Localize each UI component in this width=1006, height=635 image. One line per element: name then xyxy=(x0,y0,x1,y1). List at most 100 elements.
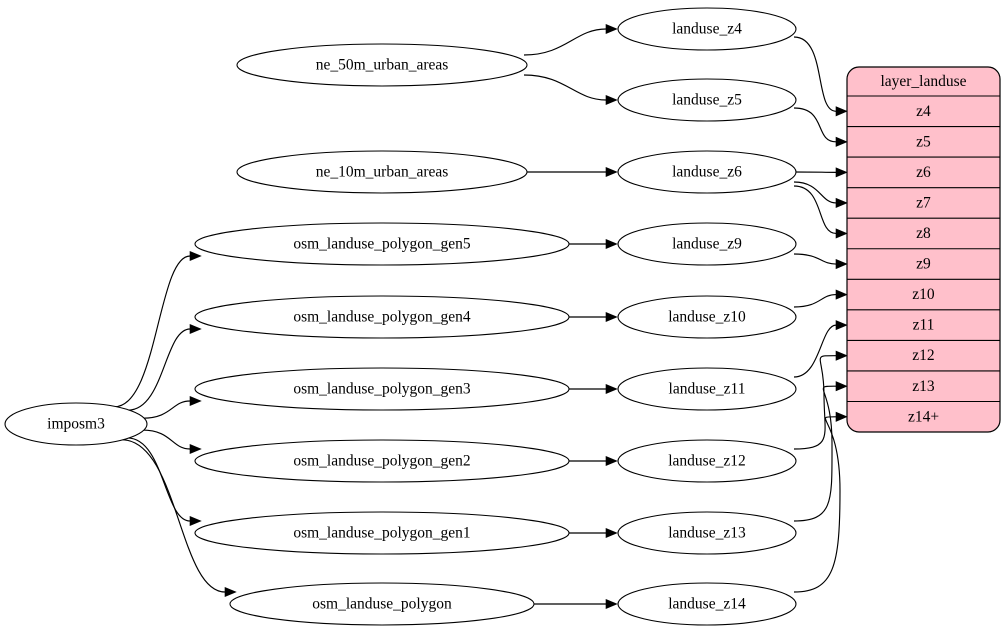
node-landuse_z11[interactable]: landuse_z11 xyxy=(617,367,797,411)
node-shape-ne_50m_urban_areas xyxy=(236,43,528,87)
node-landuse_z12[interactable]: landuse_z12 xyxy=(617,439,797,483)
edge-landuse_z11-to-z11-arrowhead xyxy=(835,320,848,331)
node-label-landuse_z5: landuse_z5 xyxy=(672,92,742,109)
edge-imposm3-to-osm_landuse_polygon_gen3-arrowhead xyxy=(189,395,202,407)
node-shape-osm_landuse_polygon_gen3 xyxy=(194,367,570,411)
edge-ne_50m_urban_areas-to-landuse_z4-arrowhead xyxy=(605,23,618,35)
table-row-label-z9: z9 xyxy=(916,256,931,273)
node-osm_landuse_polygon_gen3[interactable]: osm_landuse_polygon_gen3 xyxy=(194,367,570,411)
node-shape-landuse_z5 xyxy=(617,78,797,122)
node-landuse_z9[interactable]: landuse_z9 xyxy=(617,222,797,266)
edge-osm_landuse_polygon_gen1-to-landuse_z13-arrowhead xyxy=(605,527,618,539)
node-label-landuse_z10: landuse_z10 xyxy=(668,309,746,326)
node-osm_landuse_polygon[interactable]: osm_landuse_polygon xyxy=(229,582,535,626)
edge-landuse_z12-to-z12-arrowhead xyxy=(835,350,848,361)
node-label-landuse_z6: landuse_z6 xyxy=(672,164,742,181)
node-landuse_z14[interactable]: landuse_z14 xyxy=(617,582,797,626)
node-shape-imposm3 xyxy=(4,402,148,446)
node-label-imposm3: imposm3 xyxy=(47,416,105,433)
edge-imposm3-to-osm_landuse_polygon_gen3 xyxy=(142,400,191,419)
edge-landuse_z13-to-z13-arrowhead xyxy=(835,381,848,392)
node-shape-landuse_z9 xyxy=(617,222,797,266)
node-ne_10m_urban_areas[interactable]: ne_10m_urban_areas xyxy=(236,150,528,194)
node-label-landuse_z11: landuse_z11 xyxy=(669,381,746,398)
edge-landuse_z6-to-z8-arrowhead xyxy=(835,228,848,239)
edge-osm_landuse_polygon_gen5-to-landuse_z9-arrowhead xyxy=(605,238,618,250)
edge-landuse_z4-to-z4-arrowhead xyxy=(835,106,848,117)
node-label-landuse_z12: landuse_z12 xyxy=(668,453,745,470)
node-imposm3[interactable]: imposm3 xyxy=(4,402,148,446)
edge-osm_landuse_polygon-to-landuse_z14-arrowhead xyxy=(605,598,618,610)
edge-landuse_z10-to-z10-arrowhead xyxy=(835,289,848,300)
table-row-label-z8: z8 xyxy=(916,225,931,242)
table-row-label-z11: z11 xyxy=(913,317,935,334)
edge-landuse_z6-to-z7 xyxy=(793,181,837,204)
node-shape-ne_10m_urban_areas xyxy=(236,150,528,194)
node-shape-landuse_z12 xyxy=(617,439,797,483)
edge-landuse_z12-to-z12 xyxy=(793,355,837,450)
edge-osm_landuse_polygon_gen2-to-landuse_z12-arrowhead xyxy=(605,455,618,467)
node-label-landuse_z9: landuse_z9 xyxy=(672,236,742,253)
node-osm_landuse_polygon_gen1[interactable]: osm_landuse_polygon_gen1 xyxy=(194,511,570,555)
edge-imposm3-to-osm_landuse_polygon_gen1 xyxy=(127,437,191,522)
node-label-landuse_z4: landuse_z4 xyxy=(672,21,742,38)
edge-landuse_z6-to-z7-arrowhead xyxy=(835,197,848,208)
node-landuse_z13[interactable]: landuse_z13 xyxy=(617,511,797,555)
node-shape-osm_landuse_polygon_gen4 xyxy=(194,295,570,339)
node-shape-landuse_z10 xyxy=(617,295,797,339)
edge-landuse_z9-to-z9 xyxy=(793,253,837,265)
edge-imposm3-to-osm_landuse_polygon_gen4 xyxy=(127,328,191,411)
table-row-label-z14+: z14+ xyxy=(908,408,939,425)
edge-landuse_z6-to-z8 xyxy=(793,185,837,235)
node-osm_landuse_polygon_gen5[interactable]: osm_landuse_polygon_gen5 xyxy=(194,222,570,266)
node-shape-osm_landuse_polygon_gen1 xyxy=(194,511,570,555)
edge-landuse_z9-to-z9-arrowhead xyxy=(835,258,848,270)
node-label-ne_10m_urban_areas: ne_10m_urban_areas xyxy=(316,164,449,181)
edge-ne_50m_urban_areas-to-landuse_z5-arrowhead xyxy=(605,94,618,106)
node-landuse_z6[interactable]: landuse_z6 xyxy=(617,150,797,194)
edge-ne_50m_urban_areas-to-landuse_z5 xyxy=(523,74,607,101)
node-shape-landuse_z14 xyxy=(617,582,797,626)
table-row-label-z10: z10 xyxy=(912,286,935,303)
edge-landuse_z5-to-z5 xyxy=(793,107,837,143)
node-shape-osm_landuse_polygon_gen5 xyxy=(194,222,570,266)
node-osm_landuse_polygon_gen2[interactable]: osm_landuse_polygon_gen2 xyxy=(194,439,570,483)
edge-osm_landuse_polygon_gen3-to-landuse_z11-arrowhead xyxy=(605,383,618,395)
node-landuse_z10[interactable]: landuse_z10 xyxy=(617,295,797,339)
edge-imposm3-to-osm_landuse_polygon-arrowhead xyxy=(224,586,237,598)
node-label-osm_landuse_polygon_gen2: osm_landuse_polygon_gen2 xyxy=(293,453,470,470)
edge-imposm3-to-osm_landuse_polygon xyxy=(121,439,226,593)
table-row-label-z6: z6 xyxy=(916,164,931,181)
edge-landuse_z14-to-z14plus xyxy=(793,416,841,593)
node-label-osm_landuse_polygon_gen3: osm_landuse_polygon_gen3 xyxy=(293,381,471,398)
edge-landuse_z11-to-z11 xyxy=(793,324,837,378)
node-ne_50m_urban_areas[interactable]: ne_50m_urban_areas xyxy=(236,43,528,87)
node-label-landuse_z13: landuse_z13 xyxy=(668,525,746,542)
node-label-landuse_z14: landuse_z14 xyxy=(668,596,746,613)
edge-imposm3-to-osm_landuse_polygon_gen2-arrowhead xyxy=(189,443,202,455)
edge-landuse_z5-to-z5-arrowhead xyxy=(835,136,848,147)
edge-landuse_z13-to-z13 xyxy=(793,385,837,522)
edge-landuse_z14-to-z14plus-arrowhead xyxy=(835,411,848,422)
node-shape-osm_landuse_polygon xyxy=(229,582,535,626)
edge-imposm3-to-osm_landuse_polygon_gen1-arrowhead xyxy=(189,515,202,527)
node-landuse_z5[interactable]: landuse_z5 xyxy=(617,78,797,122)
edge-ne_10m_urban_areas-to-landuse_z6-arrowhead xyxy=(605,166,618,178)
node-label-osm_landuse_polygon_gen1: osm_landuse_polygon_gen1 xyxy=(293,525,470,542)
layer-landuse-table: layer_landusez4z5z6z7z8z9z10z11z12z13z14… xyxy=(846,66,1001,433)
node-label-ne_50m_urban_areas: ne_50m_urban_areas xyxy=(316,57,449,74)
node-osm_landuse_polygon_gen4[interactable]: osm_landuse_polygon_gen4 xyxy=(194,295,570,339)
table-row-label-z12: z12 xyxy=(912,347,934,364)
node-label-osm_landuse_polygon_gen5: osm_landuse_polygon_gen5 xyxy=(293,236,471,253)
table-row-label-z13: z13 xyxy=(912,378,935,395)
edge-osm_landuse_polygon_gen4-to-landuse_z10-arrowhead xyxy=(605,311,618,323)
node-landuse_z4[interactable]: landuse_z4 xyxy=(617,7,797,51)
node-label-osm_landuse_polygon_gen4: osm_landuse_polygon_gen4 xyxy=(293,309,471,326)
edge-landuse_z10-to-z10 xyxy=(793,294,837,308)
table-row-label-z5: z5 xyxy=(916,133,931,150)
edges-layer xyxy=(114,23,848,610)
edge-imposm3-to-osm_landuse_polygon_gen2 xyxy=(142,429,191,450)
table-row-label-z7: z7 xyxy=(916,194,931,211)
